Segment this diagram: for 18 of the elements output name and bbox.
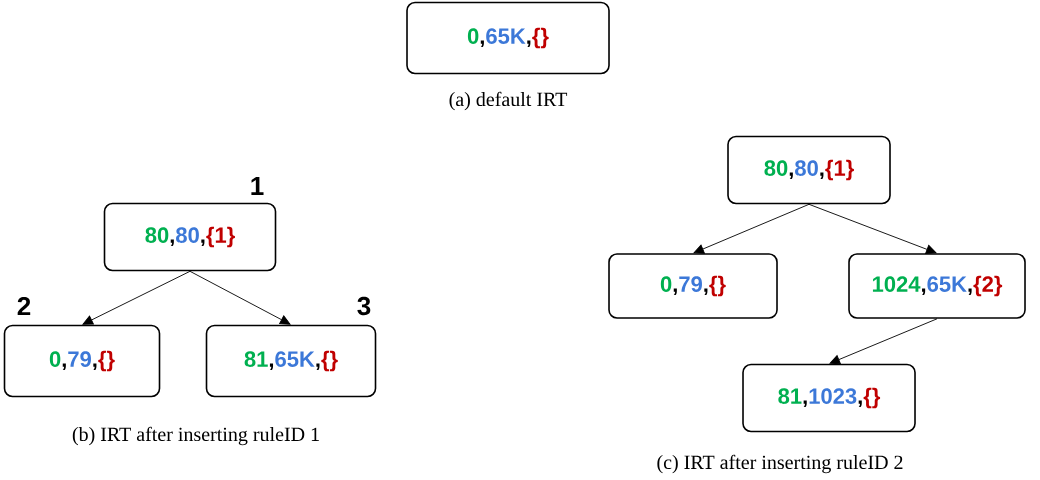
tree-node-box: 80,80,{1} xyxy=(727,135,891,205)
arrow xyxy=(82,270,191,325)
arrow xyxy=(829,318,938,365)
tree-node-box: 81,1023,{} xyxy=(742,363,916,433)
arrow xyxy=(693,203,810,254)
callout-number: 1 xyxy=(251,177,264,195)
callout-number: 2 xyxy=(17,296,31,316)
tree-node-box: 0,79,{} xyxy=(3,324,161,398)
tree-node-box: 80,80,{1} xyxy=(103,202,277,272)
tree-node-box: 1024,65K,{2} xyxy=(848,253,1026,319)
callout-number: 3 xyxy=(357,296,371,316)
tree-node-box: 0,65K,{} xyxy=(406,1,610,75)
caption: (c) IRT after inserting ruleID 2 xyxy=(657,454,903,474)
tree-node-box: 81,65K,{} xyxy=(205,324,377,398)
caption: (b) IRT after inserting ruleID 1 xyxy=(72,426,319,446)
tree-node-box: 0,79,{} xyxy=(608,253,778,319)
arrow xyxy=(189,270,291,325)
arrow xyxy=(808,203,937,254)
